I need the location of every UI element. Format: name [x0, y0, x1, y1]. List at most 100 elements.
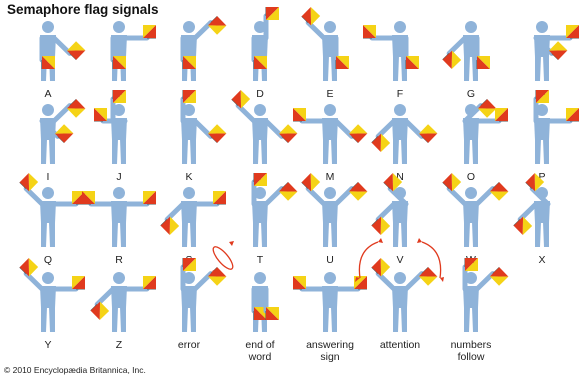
flag-left: [183, 56, 196, 69]
figure-head: [465, 21, 477, 33]
figure-head: [465, 187, 477, 199]
signal-label: Q: [44, 254, 52, 266]
figure-leg-left: [535, 139, 541, 164]
flag-right: [72, 276, 85, 289]
flag-right: [208, 124, 226, 142]
figure-leg-right: [472, 139, 478, 164]
semaphore-signal: G: [443, 21, 490, 100]
semaphore-signal: U: [302, 173, 368, 266]
flag-right: [477, 56, 490, 69]
figure-leg-left: [323, 139, 329, 164]
flag-left: [372, 258, 390, 276]
signal-label: X: [538, 254, 545, 266]
semaphore-signal: Y: [20, 258, 85, 351]
figure-head: [113, 21, 125, 33]
semaphore-signal: K: [181, 90, 226, 183]
figure-arm-left: [520, 204, 536, 219]
figure-head: [324, 272, 336, 284]
flag-right: [213, 191, 226, 204]
flag-right: [67, 99, 85, 117]
figure-leg-right: [49, 222, 55, 247]
figure-leg-right: [472, 222, 478, 247]
figure-arm-left: [449, 189, 465, 204]
flag-left: [113, 90, 126, 103]
semaphore-signal: W: [443, 173, 509, 266]
figure-leg-left: [393, 139, 399, 164]
figure-arm-left: [378, 274, 394, 289]
flag-right: [566, 108, 579, 121]
figure-leg-right: [49, 307, 55, 332]
figure-head: [42, 187, 54, 199]
flag-right: [495, 108, 508, 121]
flag-left: [302, 173, 320, 191]
semaphore-signal: B: [111, 21, 156, 100]
figure-leg-right: [543, 139, 549, 164]
figure-arm-left: [26, 274, 42, 289]
semaphore-signal: C: [181, 16, 226, 100]
semaphore-signal: V: [372, 173, 408, 266]
semaphore-signal: M: [293, 104, 367, 183]
figure-leg-right: [120, 307, 126, 332]
figure-leg-right: [401, 139, 407, 164]
flag-left: [372, 134, 390, 152]
figure-leg-right: [120, 139, 126, 164]
flag-right: [566, 25, 579, 38]
semaphore-signal: H: [534, 21, 579, 100]
signal-label: A: [44, 88, 51, 100]
figure-leg-left: [464, 139, 470, 164]
semaphore-signal: P: [534, 90, 579, 183]
figure-leg-left: [112, 307, 118, 332]
flag-left: [20, 173, 38, 191]
figure-leg-right: [401, 222, 407, 247]
signal-label: D: [256, 88, 264, 100]
figure-leg-left: [464, 222, 470, 247]
figure-head: [324, 104, 336, 116]
figure-head: [324, 21, 336, 33]
flag-left: [232, 90, 250, 108]
flag-right: [208, 267, 226, 285]
signal-label: U: [326, 254, 334, 266]
figure-leg-right: [261, 139, 267, 164]
figure-head: [254, 104, 266, 116]
flag-right: [208, 16, 226, 34]
flag-left: [254, 173, 267, 186]
figure-head: [113, 187, 125, 199]
flag-right: [143, 25, 156, 38]
figure-leg-left: [393, 222, 399, 247]
figure-head: [42, 21, 54, 33]
figure-head: [324, 187, 336, 199]
semaphore-signal: F: [363, 21, 419, 100]
figure-leg-right: [120, 222, 126, 247]
figure-leg-left: [41, 307, 47, 332]
figure-head: [394, 104, 406, 116]
figure-head: [113, 272, 125, 284]
flag-left: [293, 276, 306, 289]
figure-leg-right: [190, 139, 196, 164]
flag-left: [161, 217, 179, 235]
flag-right: [349, 182, 367, 200]
figure-leg-left: [393, 307, 399, 332]
figure-leg-left: [41, 139, 47, 164]
flag-right: [490, 267, 508, 285]
figure-arm-right: [195, 23, 211, 38]
copyright-notice: © 2010 Encyclopædia Britannica, Inc.: [4, 365, 146, 375]
figure-arm-left: [308, 189, 324, 204]
semaphore-signal: A: [40, 21, 85, 100]
signal-label: R: [115, 254, 123, 266]
figure-leg-left: [253, 222, 259, 247]
flag-left: [443, 51, 461, 69]
figure-leg-right: [331, 222, 337, 247]
figure-leg-right: [190, 222, 196, 247]
signal-label: J: [116, 171, 121, 183]
flag-left: [514, 217, 532, 235]
flag-right: [143, 276, 156, 289]
semaphore-signal: R: [82, 187, 156, 266]
figure-leg-left: [323, 56, 329, 81]
figure-arm-left: [378, 204, 394, 219]
signal-label: error: [178, 339, 201, 351]
figure-leg-left: [112, 139, 118, 164]
semaphore-signal: I: [40, 99, 85, 183]
figure-arm-left: [378, 121, 394, 136]
